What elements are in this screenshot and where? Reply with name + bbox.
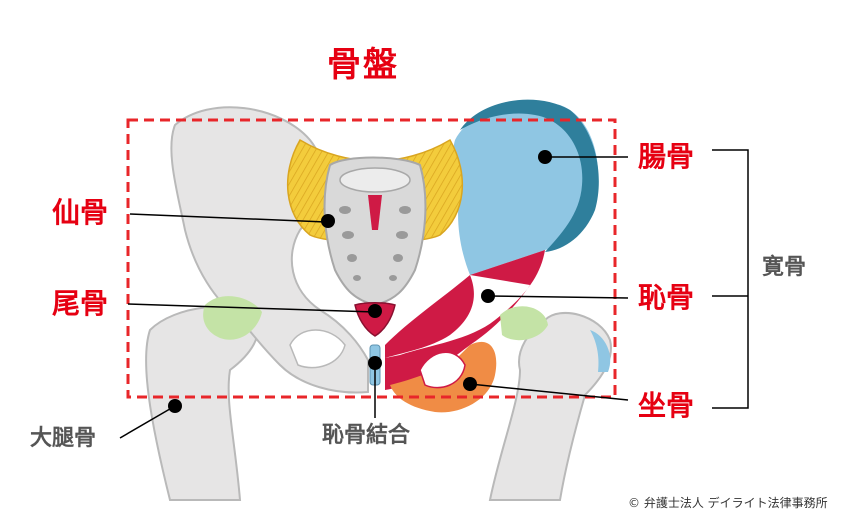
femur-right <box>490 313 611 500</box>
label-ischium: 坐骨 <box>638 392 694 420</box>
dot-pubis <box>481 289 495 303</box>
label-ilium: 腸骨 <box>638 143 694 171</box>
label-coccyx: 尾骨 <box>52 290 108 318</box>
dot-coccyx <box>368 304 382 318</box>
label-pubis: 恥骨 <box>638 284 694 312</box>
dot-sacrum <box>321 214 335 228</box>
leader-pubis <box>488 296 628 298</box>
dot-ischium <box>463 377 477 391</box>
hip-bone-bracket <box>712 150 748 408</box>
sacrum-promontory <box>340 168 410 192</box>
page-title: 骨盤 <box>327 48 399 82</box>
label-femur: 大腿骨 <box>30 428 96 450</box>
label-hip-bone: 寛骨 <box>762 257 806 279</box>
dot-ilium <box>538 150 552 164</box>
dot-symphysis <box>368 356 382 370</box>
label-pubic-symphysis: 恥骨結合 <box>322 425 410 447</box>
label-sacrum: 仙骨 <box>52 199 108 227</box>
dot-femur <box>168 399 182 413</box>
copyright-notice: © 弁護士法人 デイライト法律事務所 <box>628 497 828 509</box>
